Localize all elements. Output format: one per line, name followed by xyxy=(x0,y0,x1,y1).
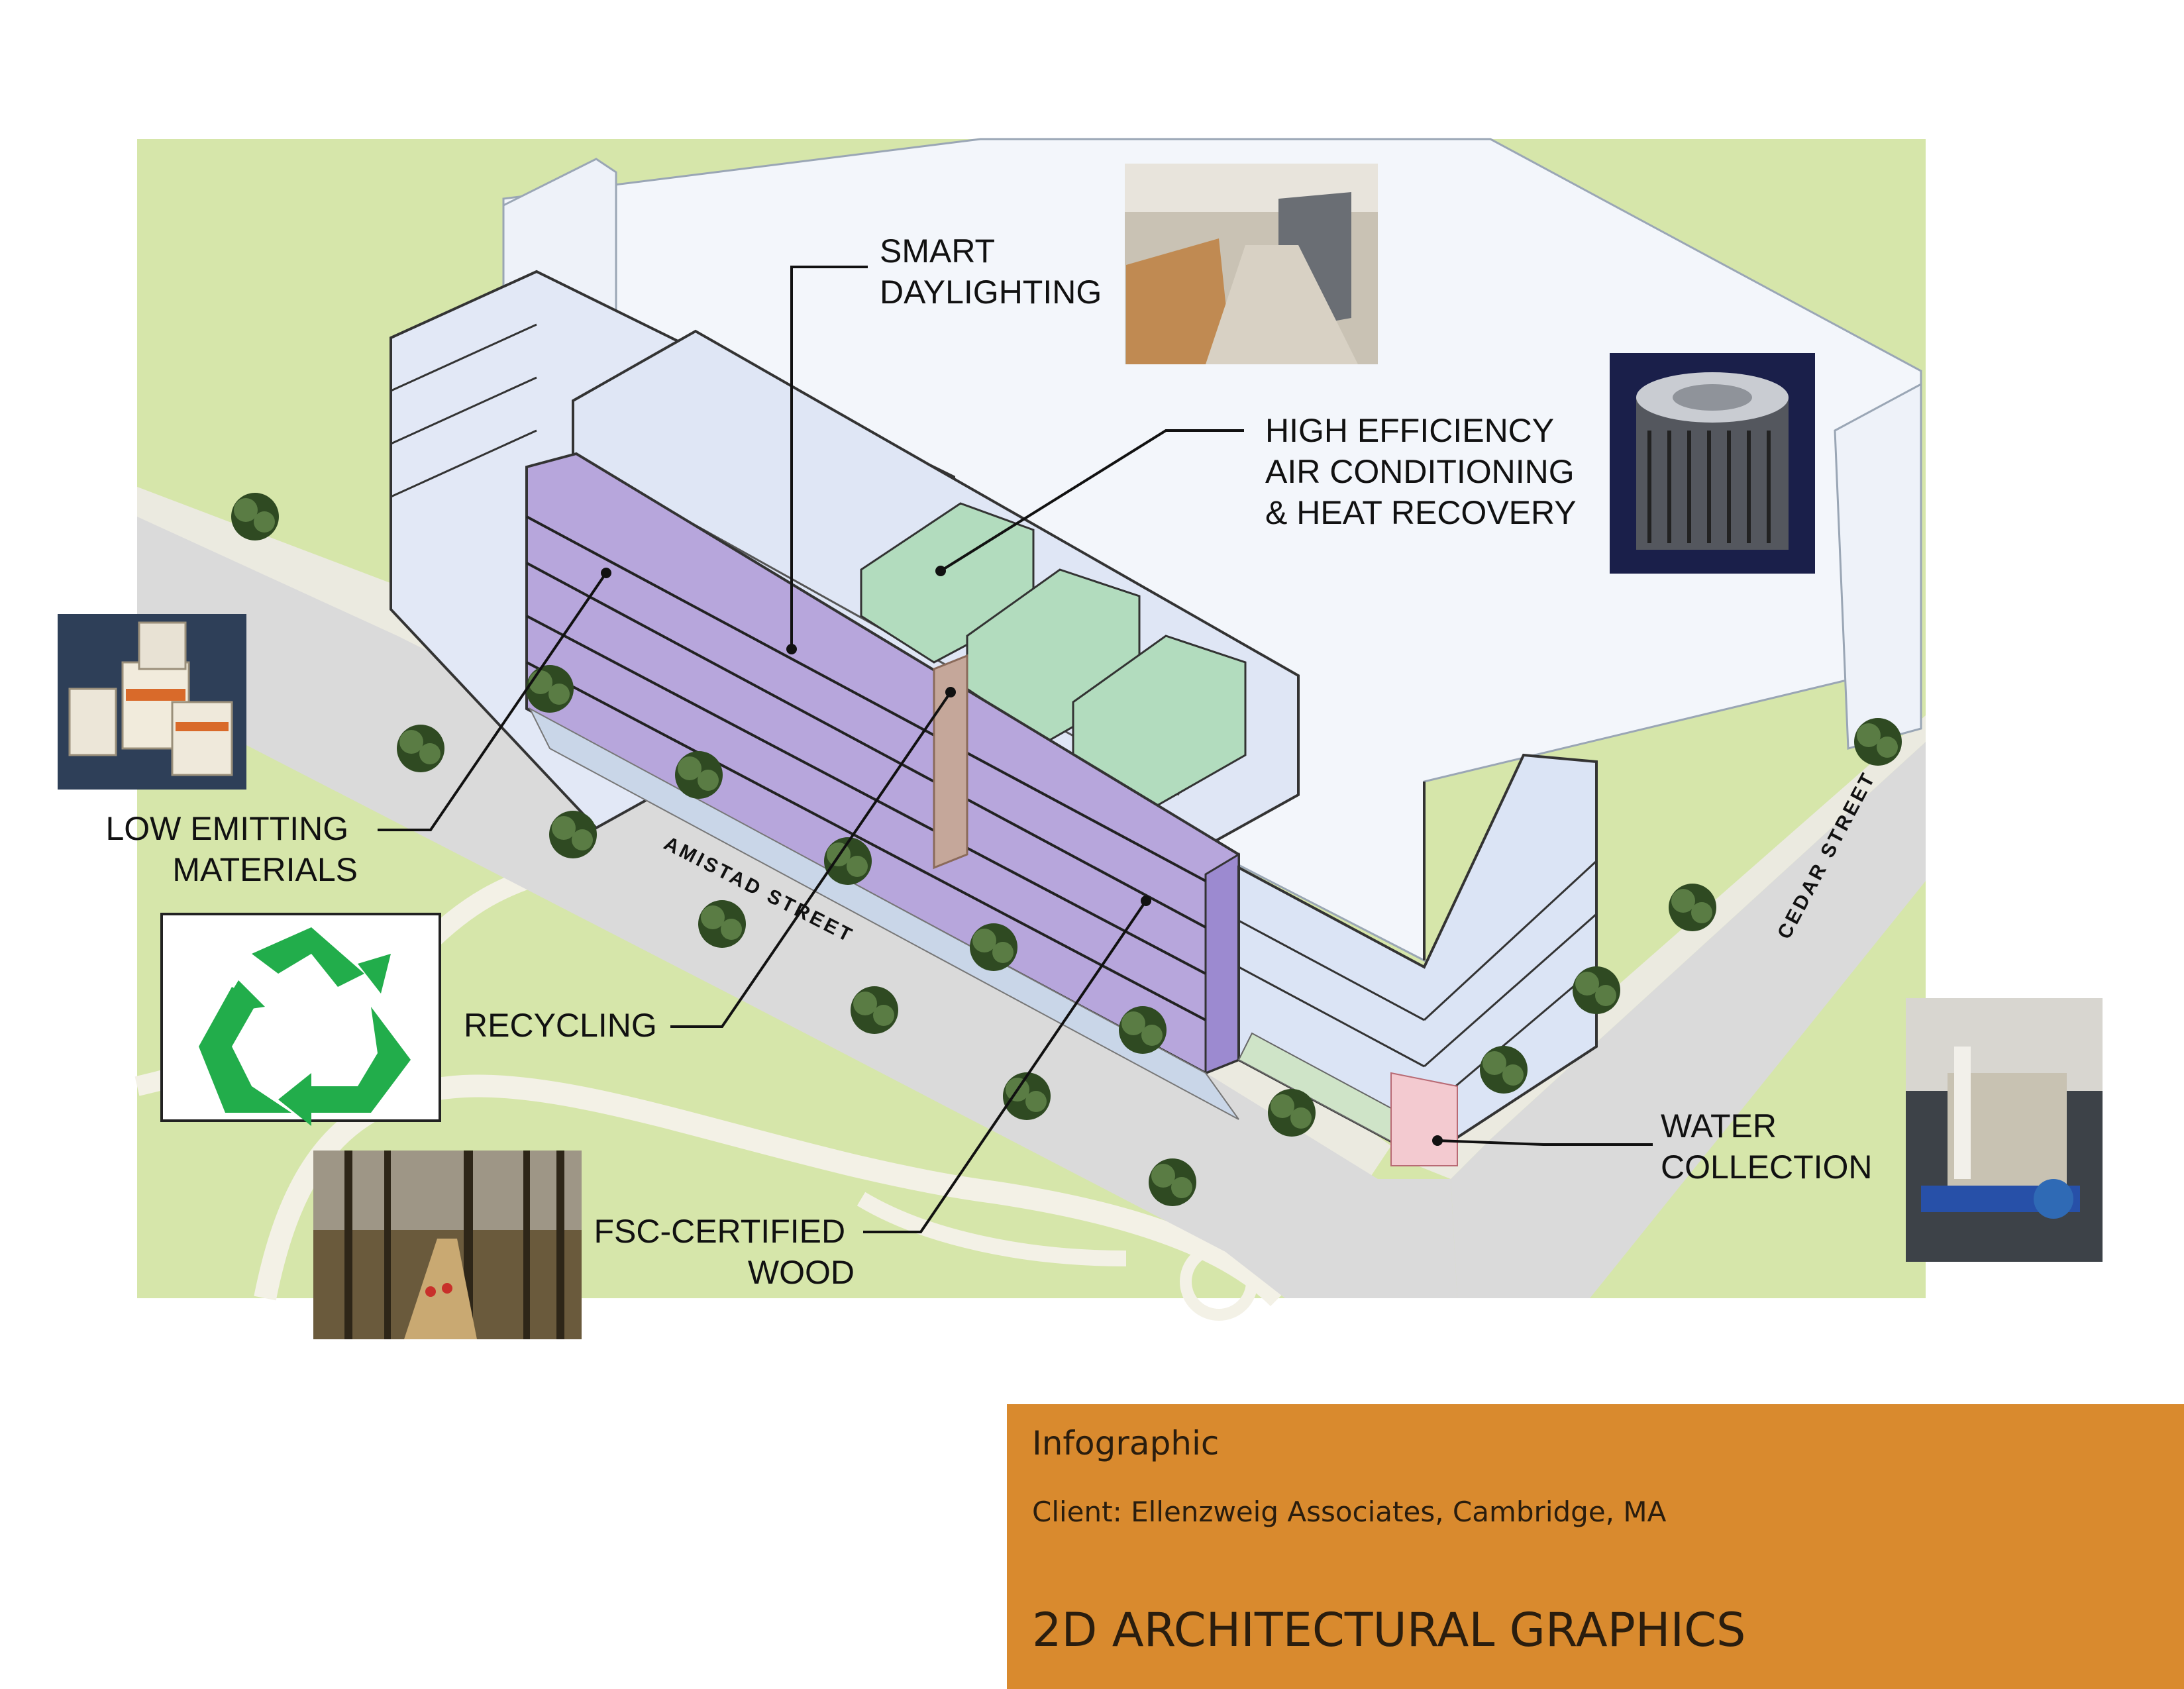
floor-line xyxy=(1238,919,1425,1021)
tree-icon xyxy=(1669,884,1716,931)
stair-core xyxy=(933,654,968,870)
walking-path xyxy=(254,1074,1287,1307)
leader-dot xyxy=(1432,1135,1443,1146)
ac-unit-icon xyxy=(1610,353,1815,574)
tree-icon xyxy=(231,493,279,540)
callout-air-conditioning: HIGH EFFICIENCY AIR CONDITIONING & HEAT … xyxy=(1265,412,1584,531)
road-cedar xyxy=(1451,742,1926,1298)
floor-line xyxy=(390,429,537,498)
leader-line-low-emitting xyxy=(378,572,607,831)
floor-line xyxy=(526,562,1206,929)
leader-line-fsc xyxy=(863,899,1147,1233)
floor-line xyxy=(1238,966,1425,1068)
callout-water-collection: WATER COLLECTION xyxy=(1661,1107,1873,1186)
callout-smart-daylighting: SMART DAYLIGHTING xyxy=(880,232,1102,311)
floor-line xyxy=(390,376,537,445)
tree-icon xyxy=(1854,718,1902,766)
rear-tower-right xyxy=(1834,382,1922,750)
floor-line xyxy=(526,615,1206,975)
tree-icon xyxy=(851,986,898,1034)
tree-icon xyxy=(698,900,746,948)
road-amistad xyxy=(137,517,1457,1298)
leader-dot xyxy=(945,687,956,697)
tree-icon xyxy=(1003,1072,1051,1120)
info-client: Client: Ellenzweig Associates, Cambridge… xyxy=(1032,1496,1667,1528)
forest-icon xyxy=(313,1151,582,1339)
water-collection-area xyxy=(1390,1072,1458,1166)
floor-line xyxy=(390,323,537,392)
lab-interior-icon xyxy=(1125,164,1378,364)
info-category: Infographic xyxy=(1032,1424,1220,1462)
tree-icon xyxy=(1119,1006,1167,1054)
tree-icon xyxy=(549,811,597,858)
tree-icon xyxy=(526,665,574,713)
leader-line-daylighting xyxy=(790,266,868,649)
tree-icon xyxy=(397,725,444,772)
leader-line-water xyxy=(1437,1139,1653,1146)
callout-low-emitting: LOW EMITTING MATERIALS xyxy=(105,810,358,888)
info-panel: Infographic Client: Ellenzweig Associate… xyxy=(1007,1404,2184,1689)
leader-dot xyxy=(601,568,611,578)
tree-icon xyxy=(1480,1046,1528,1094)
floor-line xyxy=(526,661,1206,1021)
tree-icon xyxy=(1573,966,1620,1014)
tree-icon xyxy=(675,751,723,799)
roundabout xyxy=(1180,1243,1258,1321)
floor-line xyxy=(1424,913,1597,1068)
tree-icon xyxy=(970,923,1017,971)
floor-line xyxy=(1423,860,1598,1021)
tree-icon xyxy=(1268,1089,1316,1137)
tree-icon xyxy=(1149,1158,1196,1206)
recycle-icon xyxy=(160,913,441,1126)
leader-line-recycling xyxy=(670,691,952,1028)
callout-fsc-wood: FSC-CERTIFIED WOOD xyxy=(594,1213,855,1291)
leader-line-air xyxy=(939,429,1244,572)
leader-dot xyxy=(786,644,797,654)
water-equipment-icon xyxy=(1906,998,2103,1262)
leader-dot xyxy=(935,566,946,576)
paint-cans-icon xyxy=(58,614,246,790)
purple-facade-side xyxy=(1204,852,1240,1075)
walking-path xyxy=(857,1192,1127,1266)
floor-line xyxy=(526,515,1206,882)
leader-dot xyxy=(1141,896,1151,906)
callout-recycling: RECYCLING xyxy=(464,1007,657,1044)
info-heading: 2D ARCHITECTURAL GRAPHICS xyxy=(1032,1603,1746,1657)
